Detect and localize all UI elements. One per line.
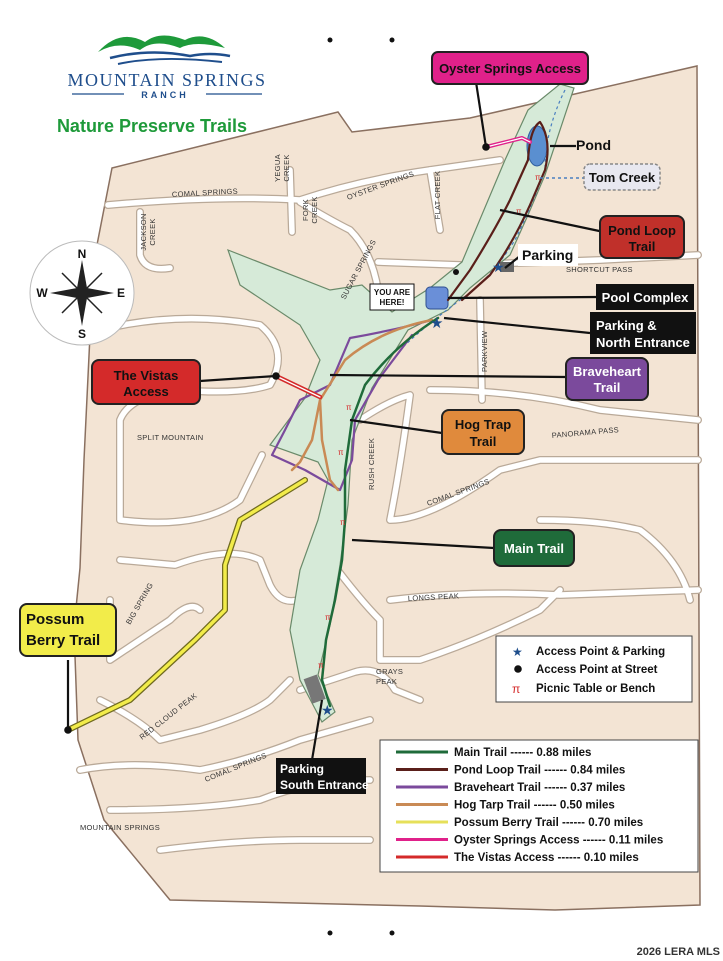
picnic-table-icon: π [346, 403, 352, 412]
svg-text:North Entrance: North Entrance [596, 335, 690, 350]
street-label: FLAT CREEK [433, 171, 442, 220]
legend-symbol-label: Access Point at Street [536, 664, 658, 676]
legend-trail-label: Oyster Springs Access ------ 0.11 miles [454, 835, 663, 847]
svg-text:Main Trail: Main Trail [504, 541, 564, 556]
svg-text:Berry Trail: Berry Trail [26, 632, 100, 649]
dot-icon [514, 665, 522, 673]
callout-oyster-springs-access: Oyster Springs Access [431, 51, 589, 85]
svg-text:Hog Trap: Hog Trap [455, 417, 511, 432]
street-label: SPLIT MOUNTAIN [137, 433, 203, 442]
street-label: YEGUA [273, 154, 282, 182]
compass-s: S [78, 327, 86, 341]
svg-text:The Vistas: The Vistas [114, 368, 179, 383]
pond-loop-trail [446, 120, 549, 302]
leader-lines [66, 81, 605, 761]
callout-parking-north-entrance: Parking & North Entrance [590, 312, 696, 354]
picnic-table-icon: π [325, 613, 331, 622]
callout-pond-loop-trail: Pond Loop Trail [599, 215, 685, 259]
svg-text:Access: Access [123, 384, 169, 399]
star-icon: ★ [512, 645, 523, 659]
picnic-table-icon: π [340, 518, 346, 527]
picnic-table-icon: π [338, 448, 344, 457]
svg-text:HERE!: HERE! [380, 298, 405, 307]
south-entrance-star-icon: ★ [321, 702, 334, 718]
svg-text:Tom Creek: Tom Creek [589, 170, 656, 185]
legend-symbol-label: Access Point & Parking [536, 646, 665, 658]
compass-rose: N S E W [29, 240, 135, 346]
pool-complex [425, 286, 449, 310]
callout-parking-south-entrance: Parking South Entrance [276, 758, 369, 794]
picnic-table-icon: π [318, 661, 324, 670]
street-label: GRAYS [376, 667, 403, 676]
logo-mountains-icon [98, 35, 225, 52]
street-label: RUSH CREEK [367, 438, 376, 490]
street-label: CREEK [148, 218, 157, 245]
street-label: FORK [301, 199, 310, 221]
street-label: PARKVIEW [480, 330, 489, 372]
hog-trap-trail [290, 318, 434, 492]
street-label: CREEK [310, 196, 319, 223]
legend-trail-label: Possum Berry Trail ------ 0.70 miles [454, 817, 643, 829]
svg-text:Pond Loop: Pond Loop [608, 223, 676, 238]
legend-trail-label: Hog Tarp Trail ------ 0.50 miles [454, 800, 615, 812]
callout-hog-trap-trail: Hog Trap Trail [441, 409, 525, 455]
svg-text:South Entrance: South Entrance [280, 778, 369, 792]
legend-trail-label: Pond Loop Trail ------ 0.84 miles [454, 765, 625, 777]
picnic-table-icon: π [516, 207, 522, 216]
south-parking-lot [303, 674, 326, 704]
street-label: SHORTCUT PASS [566, 265, 633, 274]
brand-subtitle: RANCH [141, 90, 189, 100]
svg-text:Braveheart: Braveheart [573, 364, 642, 379]
legend-trail-label: Braveheart Trail ------ 0.37 miles [454, 782, 625, 794]
legend-symbol-label: Picnic Table or Bench [536, 683, 655, 695]
street-label: LONGS PEAK [408, 591, 460, 603]
callout-you-are-here: YOU ARE HERE! [369, 283, 415, 311]
compass-n: N [78, 247, 87, 261]
brand-name: MOUNTAIN SPRINGS [67, 70, 266, 90]
svg-text:Trail: Trail [470, 434, 497, 449]
pond-label: Pond [576, 137, 611, 153]
svg-text:Parking &: Parking & [596, 318, 657, 333]
svg-text:Parking: Parking [280, 762, 324, 776]
street-label: CREEK [282, 154, 291, 181]
picnic-table-icon: π [512, 682, 520, 696]
street-label: JACKSON [139, 213, 148, 251]
svg-text:Trail: Trail [629, 239, 656, 254]
picnic-table-icon: π [535, 173, 541, 182]
pool-access-dot [453, 269, 459, 275]
legend-trail-label: The Vistas Access ------ 0.10 miles [454, 852, 639, 864]
map-title: Nature Preserve Trails [57, 116, 247, 136]
legend-trail-label: Main Trail ------ 0.88 miles [454, 747, 591, 759]
svg-text:Possum: Possum [26, 611, 84, 628]
callout-braveheart-trail: Braveheart Trail [565, 357, 649, 401]
svg-text:Trail: Trail [594, 380, 621, 395]
callout-vistas-access: The Vistas Access [91, 359, 201, 405]
compass-w: W [36, 286, 48, 300]
callout-tom-creek: Tom Creek [583, 163, 661, 191]
mls-watermark: 2026 LERA MLS [637, 946, 720, 958]
street-label: PEAK [376, 677, 397, 686]
callout-main-trail: Main Trail [493, 529, 575, 567]
callout-pool-complex: Pool Complex [596, 284, 694, 310]
callout-possum-berry-trail: Possum Berry Trail [19, 603, 117, 657]
street-label: COMAL SPRINGS [172, 187, 239, 199]
compass-arrow-icon [77, 260, 87, 293]
picnic-table-markers: π π π π π π π [318, 173, 541, 670]
svg-text:Parking: Parking [522, 247, 573, 263]
north-parking-star-icon: ★ [492, 259, 505, 275]
north-entrance-star-icon: ★ [430, 315, 443, 332]
street-network [76, 156, 702, 854]
symbol-legend: ★ Access Point & Parking Access Point at… [495, 635, 693, 703]
nature-preserve-area [227, 83, 575, 723]
street-label: MOUNTAIN SPRINGS [80, 823, 160, 832]
callout-parking: Parking [518, 244, 578, 266]
brand-logo: MOUNTAIN SPRINGS RANCH Nature Preserve T… [57, 35, 266, 136]
svg-text:Pool Complex: Pool Complex [602, 290, 689, 305]
compass-e: E [117, 286, 125, 300]
svg-text:YOU ARE: YOU ARE [374, 288, 411, 297]
svg-text:Oyster Springs Access: Oyster Springs Access [439, 61, 581, 76]
